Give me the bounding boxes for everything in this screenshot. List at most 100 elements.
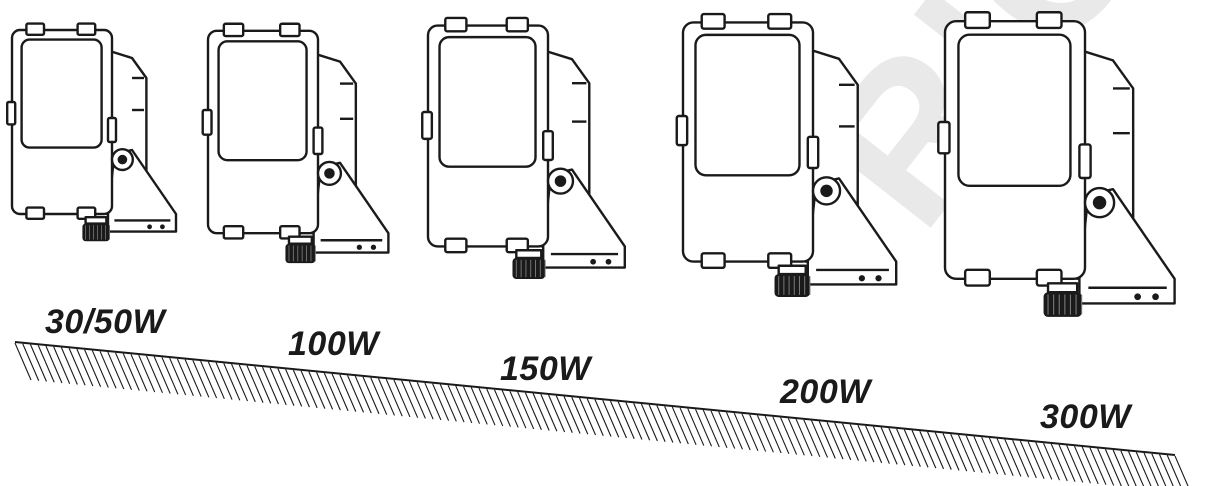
ground-hatch-line (1159, 454, 1174, 486)
ground-hatch-line (741, 413, 759, 452)
ground-hatch-line (84, 349, 102, 387)
ground-hatch-line (1081, 446, 1099, 485)
ground-hatch-line (107, 351, 125, 390)
bracket-hole (858, 275, 865, 282)
bottom-clip (700, 252, 726, 270)
ground-hatch-line (996, 438, 1014, 476)
ground-hatch-line (1043, 442, 1061, 481)
ground-hatch-line (571, 397, 589, 435)
pivot-bolt (117, 154, 128, 165)
pivot-bolt (1092, 195, 1107, 210)
ground-hatch-line (826, 421, 844, 460)
ground-hatch-line (548, 394, 566, 433)
ground-hatch-line (1174, 455, 1189, 486)
ground-hatch-line (223, 363, 241, 401)
ground-hatch-line (555, 395, 573, 433)
bracket-hole (160, 224, 165, 230)
ground-hatch-line (130, 354, 148, 392)
ground-hatch-line (1135, 452, 1152, 486)
ground-hatch-line (1143, 452, 1159, 486)
ground-hatch-line (671, 406, 689, 445)
pivot-bolt (554, 175, 567, 187)
ground-hatch-line (161, 357, 179, 395)
bracket-hole (1152, 293, 1159, 301)
ground-hatch-line (818, 421, 836, 459)
ground-hatch-line (695, 409, 713, 447)
ground-hatch-line (385, 378, 403, 417)
ground-hatch-line (60, 347, 78, 385)
ground-hatch-line (246, 365, 264, 403)
ground-hatch-line (1097, 448, 1115, 486)
side-tab (421, 110, 434, 141)
ground-hatch-line (254, 366, 272, 404)
side-tab (5, 100, 17, 126)
ground-hatch-line (99, 351, 117, 389)
ground-hatch-line (563, 396, 581, 434)
side-tab (542, 130, 555, 162)
ground-hatch-line (269, 367, 287, 406)
ground-hatch-line (896, 428, 914, 467)
ground-hatch-line (1027, 441, 1045, 479)
ground-hatch-line (447, 384, 465, 423)
floodlight-3 (421, 16, 627, 280)
ground-hatch-line (586, 398, 604, 436)
top-clip (700, 12, 726, 30)
ground-hatch-line (347, 375, 365, 413)
ground-hatch-line (277, 368, 295, 406)
ground-hatch-line (1073, 445, 1091, 484)
ground-hatch-line (1128, 451, 1145, 486)
ground-hatch-line (1151, 453, 1167, 486)
ground-hatch-line (331, 373, 349, 412)
ground-hatch-line (579, 397, 597, 436)
floodlight-1 (5, 22, 178, 242)
ground-hatch-line (903, 429, 921, 467)
ground-hatch-line (756, 415, 774, 453)
ground-hatch-line (68, 348, 86, 386)
label-100w: 100W (288, 325, 379, 363)
ground-hatch-line (370, 377, 388, 415)
ground-hatch-line (617, 401, 635, 439)
top-clip (505, 16, 530, 33)
ground-hatch-line (648, 404, 666, 442)
ground-hatch-line (261, 366, 279, 405)
label-150w: 150W (500, 350, 591, 388)
ground-hatch-line (29, 344, 47, 382)
bracket-hole (370, 244, 377, 250)
ground-hatch-line (316, 372, 334, 410)
label-200w: 200W (780, 373, 871, 411)
bracket-hole (590, 258, 596, 265)
ground-hatch-line (478, 387, 496, 426)
label-300w: 300W (1040, 398, 1131, 436)
pivot-bolt (324, 168, 335, 179)
floodlight-2 (201, 22, 390, 264)
top-clip (278, 22, 301, 38)
side-tab (106, 116, 118, 144)
ground-hatch-line (772, 416, 790, 455)
ground-hatch-line (602, 400, 620, 438)
ground-hatch-line (145, 355, 163, 394)
ground-hatch-line (1112, 449, 1130, 486)
ground-hatch-line (323, 372, 341, 411)
ground-hatch-line (679, 407, 697, 446)
side-tab (806, 135, 820, 170)
ground-hatch-line (1012, 439, 1030, 478)
side-tab (312, 126, 324, 156)
cable-gland-neck (287, 235, 314, 245)
ground-hatch-line (184, 359, 202, 397)
ground-hatch-line (509, 390, 527, 429)
ground-hatch-line (841, 423, 859, 461)
ground-hatch-line (787, 418, 805, 456)
ground-hatch-line (749, 414, 767, 452)
ground-hatch-line (192, 360, 210, 398)
top-clip (25, 22, 46, 37)
ground-hatch-line (432, 383, 450, 421)
cable-gland-neck (515, 249, 543, 260)
ground-hatch-line (540, 394, 558, 432)
cable-gland (285, 243, 316, 264)
ground-hatch-line (880, 427, 898, 465)
label-30-50w: 30/50W (45, 303, 166, 341)
bottom-clip (25, 206, 46, 221)
cable-gland (512, 257, 546, 280)
lens-panel (217, 40, 308, 162)
ground-hatch-line (687, 408, 705, 446)
